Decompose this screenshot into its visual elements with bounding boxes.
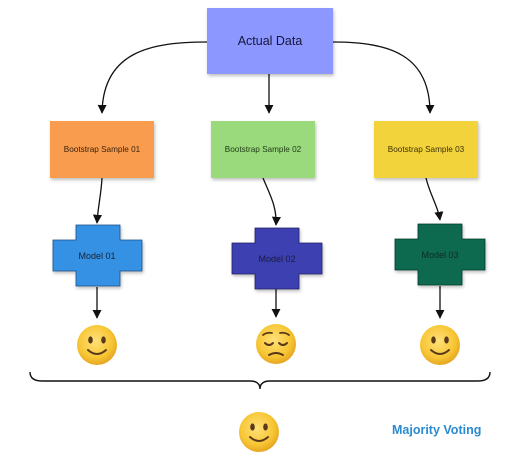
edge-sample-02-model-02 (262, 177, 281, 226)
model-03-node: Model 03 (394, 223, 486, 286)
model-02-label: Model 02 (258, 254, 295, 264)
model-03-label: Model 03 (421, 250, 458, 260)
edge-sample-01-model-01 (92, 177, 103, 224)
model-03-shape (394, 223, 486, 286)
model-02-shape (231, 227, 323, 290)
edge-root-sample-03 (332, 41, 435, 114)
bootstrap-sample-03-box (374, 121, 478, 178)
bootstrap-sample-02-box (211, 121, 315, 178)
actual-data-node: Actual Data (207, 8, 333, 74)
slightly-smiling-face-icon (420, 325, 460, 365)
slightly-smiling-face-icon (239, 412, 279, 452)
aggregation-brace (29, 371, 491, 390)
majority-voting-caption: Majority Voting (392, 423, 482, 437)
pensive-face-icon (256, 324, 296, 364)
bootstrap-sample-03-node: Bootstrap Sample 03 (374, 121, 478, 178)
bootstrap-sample-02-node: Bootstrap Sample 02 (211, 121, 315, 178)
model-01-shape (52, 224, 143, 287)
edge-sample-03-model-03 (425, 177, 444, 221)
bootstrap-sample-02-label: Bootstrap Sample 02 (225, 145, 302, 154)
slightly-smiling-face-icon (77, 325, 117, 365)
model-01-node: Model 01 (52, 224, 143, 287)
actual-data-label: Actual Data (238, 34, 303, 48)
model-01-label: Model 01 (78, 251, 115, 261)
bootstrap-sample-03-label: Bootstrap Sample 03 (388, 145, 465, 154)
edge-root-sample-01 (97, 41, 208, 114)
bootstrap-sample-01-box (50, 121, 154, 178)
actual-data-box (207, 8, 333, 74)
bootstrap-sample-01-label: Bootstrap Sample 01 (64, 145, 141, 154)
bootstrap-sample-01-node: Bootstrap Sample 01 (50, 121, 154, 178)
model-02-node: Model 02 (231, 227, 323, 290)
